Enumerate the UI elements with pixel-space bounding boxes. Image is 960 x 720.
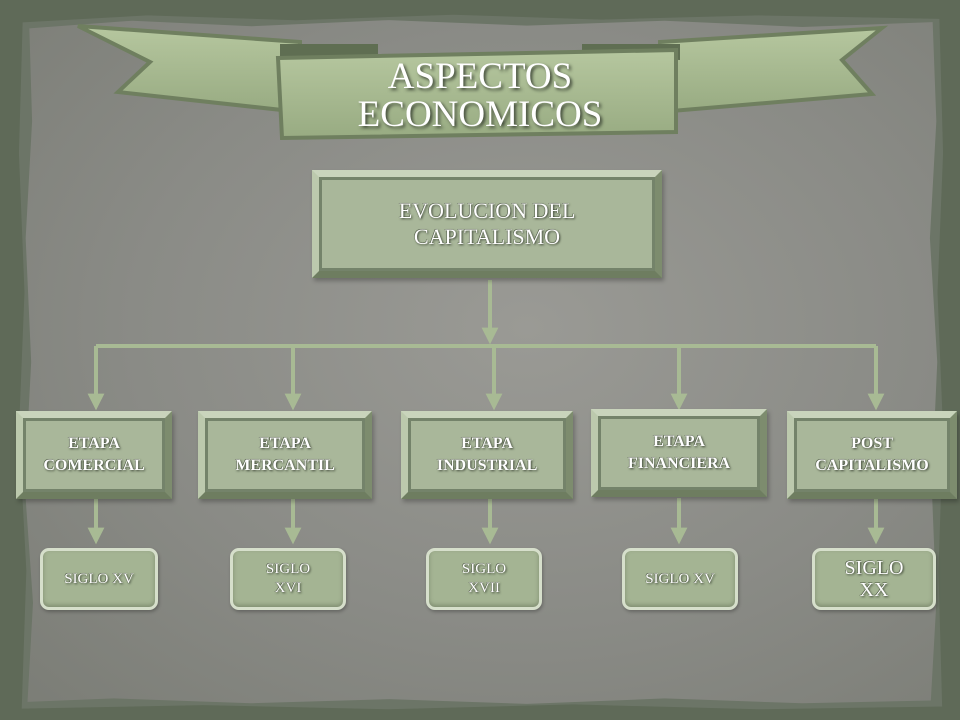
stage-5-line-1: POST <box>851 435 893 452</box>
era-pill-3: SIGLO XVII <box>426 548 542 610</box>
stage-2-line-2: MERCANTIL <box>235 457 335 474</box>
stage-2-line-1: ETAPA <box>259 435 311 452</box>
title-line-2: ECONOMICOS <box>357 94 603 135</box>
main-node-line-2: CAPITALISMO <box>413 224 561 249</box>
main-node: EVOLUCION DEL CAPITALISMO <box>312 170 662 278</box>
era-5-line-2: XX <box>859 579 889 601</box>
stage-4-line-2: FINANCIERA <box>627 455 731 472</box>
era-1-text: SIGLO XV <box>64 570 134 587</box>
ribbon-right-tail <box>658 25 889 115</box>
stage-4-line-1: ETAPA <box>653 433 705 450</box>
stage-box-4: ETAPA FINANCIERA <box>591 409 767 497</box>
stage-box-3: ETAPA INDUSTRIAL <box>401 411 573 499</box>
stage-1-line-1: ETAPA <box>68 435 120 452</box>
stage-3-line-1: ETAPA <box>461 435 513 452</box>
era-pill-4: SIGLO XV <box>622 548 738 610</box>
stage-box-1: ETAPA COMERCIAL <box>16 411 172 499</box>
stage-3-line-2: INDUSTRIAL <box>436 457 538 474</box>
era-4-text: SIGLO XV <box>645 570 715 587</box>
ribbon-center <box>275 47 678 141</box>
ribbon-left-tail <box>77 24 302 115</box>
era-pill-2: SIGLO XVI <box>230 548 346 610</box>
era-3-line-2: XVII <box>468 580 500 596</box>
title-line-1: ASPECTOS <box>387 56 573 97</box>
era-2-line-2: XVI <box>274 580 302 596</box>
stage-1-line-2: COMERCIAL <box>43 457 145 474</box>
era-5-line-1: SIGLO <box>844 557 904 579</box>
era-2-line-1: SIGLO <box>265 561 311 577</box>
era-pill-5: SIGLO XX <box>812 548 936 610</box>
stage-box-2: ETAPA MERCANTIL <box>198 411 372 499</box>
main-node-line-1: EVOLUCION DEL <box>398 198 576 223</box>
stage-5-line-2: CAPITALISMO <box>815 457 929 474</box>
era-pill-1: SIGLO XV <box>40 548 158 610</box>
era-3-line-1: SIGLO <box>461 561 507 577</box>
stage-box-5: POST CAPITALISMO <box>787 411 957 499</box>
diagram-title: ASPECTOS ECONOMICOS <box>300 56 660 136</box>
